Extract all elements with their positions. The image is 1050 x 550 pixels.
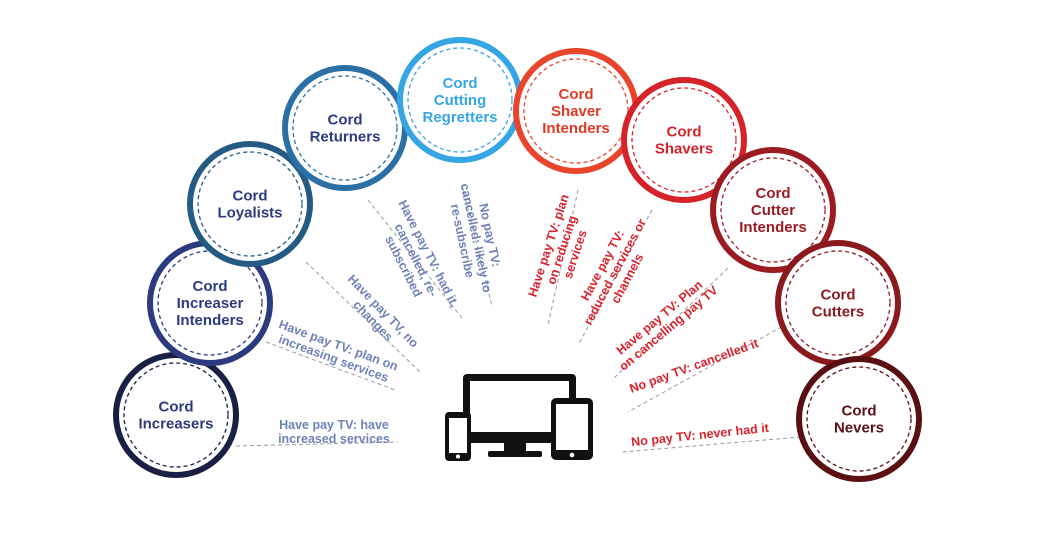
segment-label-line: Intenders (739, 219, 807, 236)
segment-circle-inner-dashed (123, 362, 229, 468)
segment-circle-outer (187, 141, 313, 267)
segment-label-line: Cord (559, 86, 594, 103)
segment-circle-outer (710, 147, 836, 273)
segment-label-line: Cutter (751, 202, 795, 219)
segment-circle-inner-dashed (785, 250, 891, 356)
segment-label-line: Cord (821, 287, 856, 304)
leader-line-cord-loyalists (305, 261, 421, 373)
segment-description-line: increased services (278, 432, 390, 446)
segment-label-line: Intenders (542, 120, 610, 137)
segment-label-line: Shavers (655, 141, 713, 158)
segment-circle-inner-dashed (157, 250, 263, 356)
segment-label-line: Cord (842, 403, 877, 420)
segment-label-line: Increaser (177, 295, 244, 312)
segment-circle-outer (796, 356, 922, 482)
segment-description-line: No pay TV: never had it (631, 421, 771, 449)
segment-circle-inner-dashed (806, 366, 912, 472)
segment-label-line: Cutting (434, 92, 486, 109)
segment-circle-inner-dashed (631, 87, 737, 193)
segment-label-line: Intenders (176, 312, 244, 329)
segment-label-line: Cord (667, 124, 702, 141)
leader-line-cord-cutter-intenders (611, 267, 729, 381)
segment-label-line: Returners (310, 129, 381, 146)
segment-circle-inner-dashed (407, 47, 513, 153)
segment-label-line: Increasers (138, 416, 213, 433)
segment-description-cord-nevers: No pay TV: never had it (631, 421, 771, 449)
segment-label-line: Cord (443, 75, 478, 92)
segment-label-line: Nevers (834, 420, 884, 437)
segment-label-line: Shaver (551, 103, 601, 120)
leader-line-cord-increaser-intenders (265, 341, 396, 391)
devices-icon (445, 374, 593, 461)
segment-label-line: Cord (159, 399, 194, 416)
segment-circle-inner-dashed (292, 75, 398, 181)
segment-description-cord-cutting-regretters: No pay TV:cancelled: likely tore-subscri… (448, 182, 504, 294)
segment-label-line: Cord (193, 278, 228, 295)
segment-label-line: Cord (233, 188, 268, 205)
segment-label-line: Cord (328, 112, 363, 129)
leader-line-cord-shaver-intenders (547, 189, 579, 326)
segment-circle-inner-dashed (197, 151, 303, 257)
segment-label-line: Loyalists (217, 205, 282, 222)
segment-circles: CordIncreasersCordIncreaserIntendersCord… (113, 37, 922, 482)
segment-circle-inner-dashed (523, 58, 629, 164)
segment-circle-inner-dashed (720, 157, 826, 263)
leader-line-cord-cutters (627, 319, 795, 413)
segment-label-line: Regretters (422, 109, 497, 126)
segment-label-line: Cutters (812, 304, 865, 321)
leader-line-cord-increasers (235, 441, 399, 447)
segment-description-line: Have pay TV: have (279, 418, 389, 432)
segment-circle-outer (621, 77, 747, 203)
leader-line-cord-shavers (577, 209, 653, 346)
segment-label-line: Cord (756, 185, 791, 202)
leader-line-cord-nevers (621, 436, 802, 453)
leader-lines (235, 184, 802, 453)
